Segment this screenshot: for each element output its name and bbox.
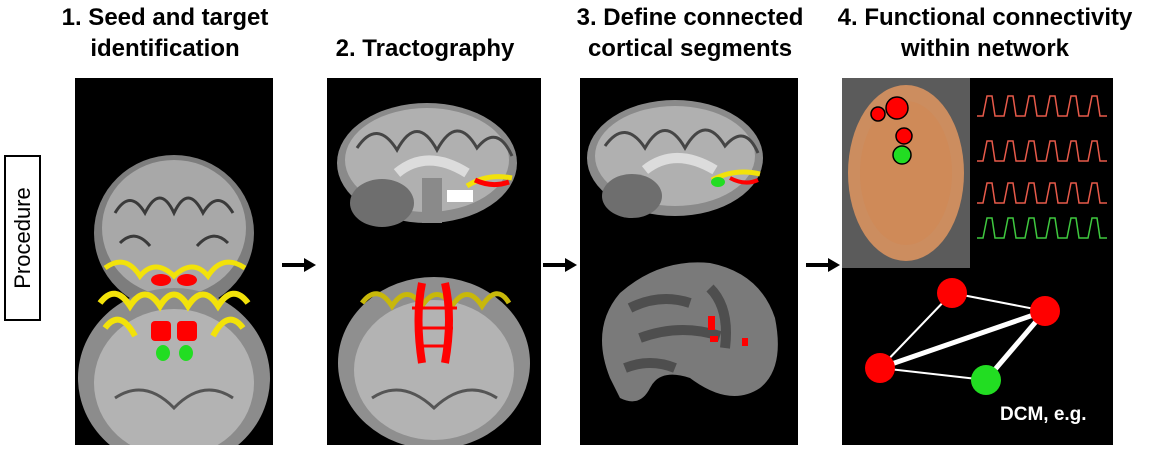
network-node-green (971, 365, 1001, 395)
panel-cortical-segments (580, 78, 798, 445)
step-1-title: 1. Seed and target identification (61, 4, 269, 62)
procedure-label: Procedure (9, 187, 35, 289)
right-arrow-icon (806, 258, 840, 272)
network-node-red-3 (865, 353, 895, 383)
signal-trace-green (977, 217, 1107, 239)
network-node-red-1 (937, 278, 967, 308)
step-2-title: 2. Tractography (335, 35, 515, 62)
signal-trace-red-2 (977, 140, 1107, 162)
mri-tractography-image (337, 103, 530, 445)
signal-trace-red-3 (977, 182, 1107, 204)
signal-trace-red-1 (977, 95, 1107, 117)
cortical-surface-image (587, 100, 778, 402)
right-arrow-icon (543, 258, 577, 272)
panel-seed-target (75, 78, 273, 445)
procedure-label-box: Procedure (4, 155, 41, 321)
mri-seed-target-image (78, 155, 270, 445)
step-3-title: 3. Define connected cortical segments (576, 4, 804, 62)
panel-tractography (327, 78, 541, 445)
functional-connectivity-image (842, 78, 1107, 395)
right-arrow-icon (282, 258, 316, 272)
panel-functional-connectivity (842, 78, 1113, 445)
dcm-caption: DCM, e.g. (1000, 404, 1087, 425)
network-node-red-2 (1030, 296, 1060, 326)
step-4-title: 4. Functional connectivity within networ… (837, 4, 1133, 62)
